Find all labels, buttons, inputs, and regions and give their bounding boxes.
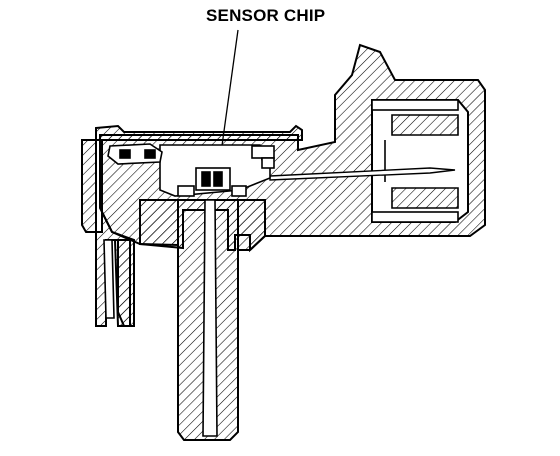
sensor-chip — [177, 167, 247, 197]
terminal-pin — [269, 167, 456, 181]
leg-slot — [103, 239, 115, 319]
outer-lip — [81, 139, 97, 233]
sensor-chip-label: SENSOR CHIP — [206, 6, 326, 25]
top-cover — [95, 124, 303, 141]
connector-ribs — [371, 99, 459, 223]
left-clip — [107, 143, 163, 165]
housing-step-right — [237, 199, 266, 251]
inner-leg — [113, 239, 131, 327]
pressure-nozzle — [177, 199, 239, 441]
right-clip — [251, 145, 275, 169]
housing-step — [139, 199, 179, 247]
